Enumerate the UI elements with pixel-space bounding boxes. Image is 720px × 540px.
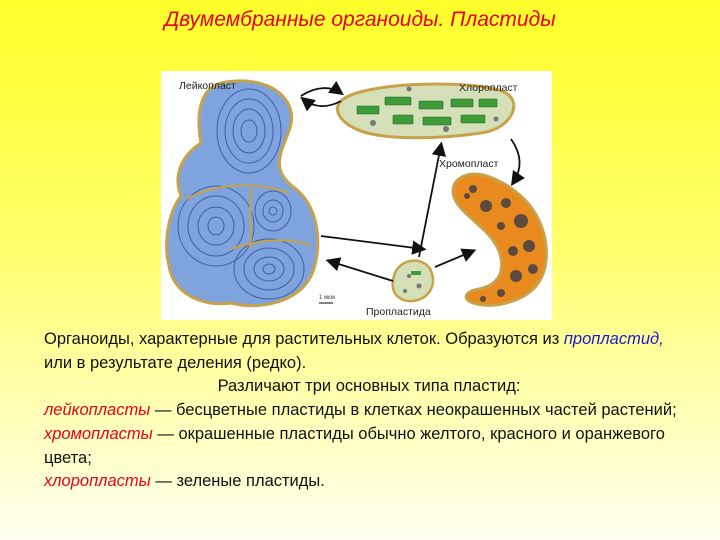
term-leucoplasts: лейкопласты	[44, 401, 151, 420]
label-chloroplast: Хлоропласт	[459, 82, 518, 94]
list-item-chloroplasts: хлоропласты — зеленые пластиды.	[44, 470, 694, 494]
intro-rest: или в результате деления (редко).	[44, 353, 307, 372]
list-item-chromoplasts: хромопласты — окрашенные пластиды обычно…	[44, 423, 694, 470]
proplastid-term: пропластид,	[563, 330, 664, 348]
slide-title: Двумембранные органоиды. Пластиды	[164, 8, 556, 31]
plastid-diagram: Лейкопласт Хлоропласт Хромопласт Проплас…	[161, 71, 552, 320]
plastid-diagram-svg: Лейкопласт Хлоропласт Хромопласт Проплас…	[165, 79, 548, 318]
leucoplast	[165, 79, 320, 308]
term-chromoplasts: хромопласты	[44, 424, 153, 443]
chloroplast	[336, 82, 516, 140]
list-item-leucoplasts: лейкопласты — бесцветные пластиды в клет…	[44, 399, 694, 423]
desc-chloroplasts: — зеленые пластиды.	[150, 472, 325, 491]
term-chloroplasts: хлоропласты	[44, 472, 151, 491]
intro-paragraph: Органоиды, характерные для растительных …	[44, 328, 694, 375]
arrows	[300, 80, 525, 282]
label-leucoplast: Лейкопласт	[179, 80, 236, 92]
proplastid	[391, 259, 435, 303]
intro-text: Органоиды, характерные для растительных …	[44, 330, 564, 348]
types-heading: Различают три основных типа пластид:	[217, 377, 521, 396]
label-scale: 1 мкм	[319, 295, 335, 301]
body-text: Органоиды, характерные для растительных …	[44, 328, 694, 494]
desc-chromoplasts: — окрашенные пластиды обычно желтого, кр…	[44, 424, 665, 467]
desc-leucoplasts: — бесцветные пластиды в клетках неокраше…	[150, 401, 677, 420]
label-proplastid: Пропластида	[366, 306, 431, 318]
label-chromoplast: Хромопласт	[439, 158, 499, 170]
chromoplast	[451, 172, 548, 307]
